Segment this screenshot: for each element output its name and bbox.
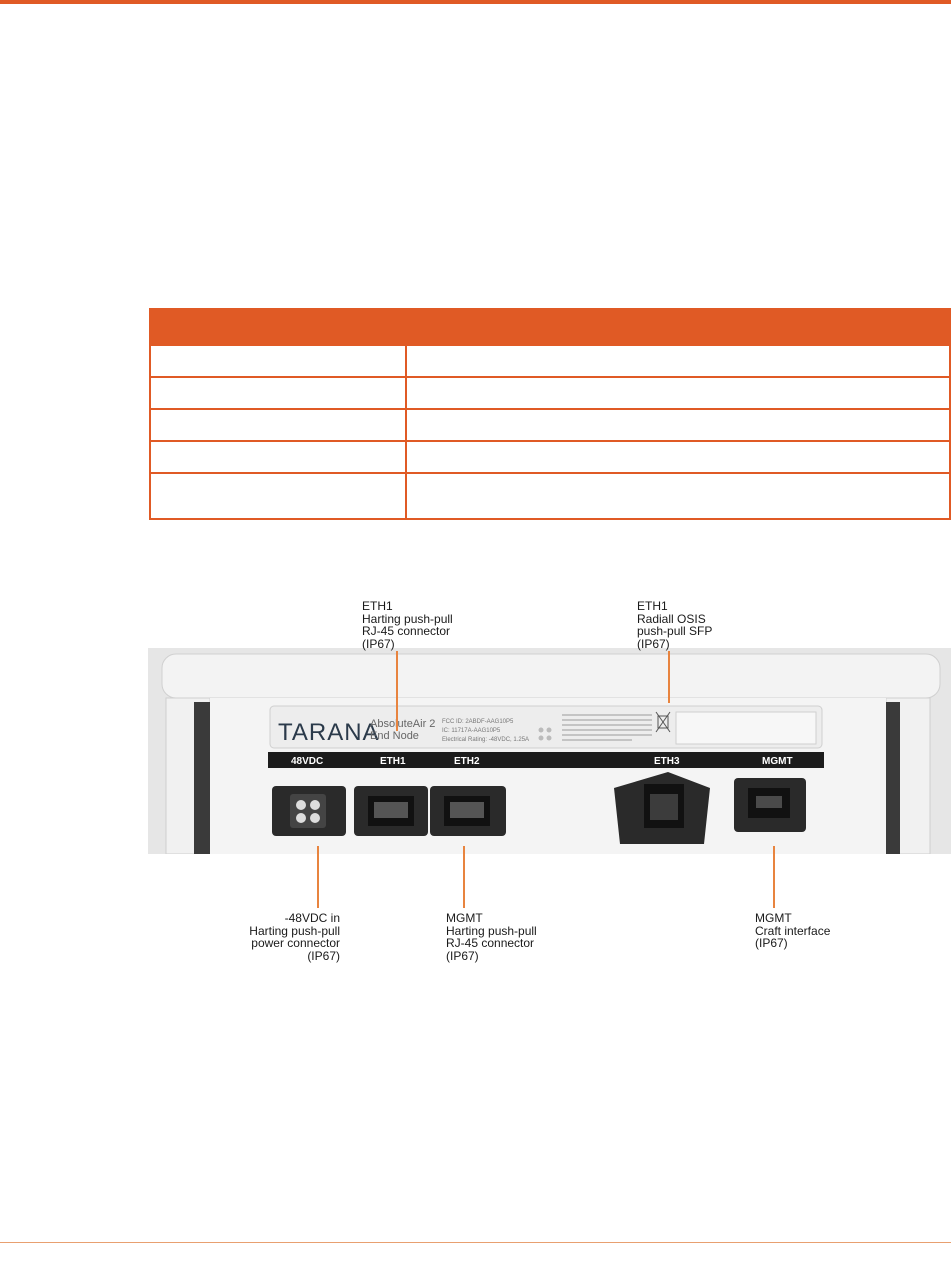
- callout-line: MGMT: [755, 911, 792, 925]
- table-cell: [405, 344, 951, 378]
- fcc-line-2: IC: 11717A-AAG10P5: [442, 728, 501, 734]
- callout-line: (IP67): [446, 948, 479, 963]
- callout-48vdc: -48VDC in Harting push-pull power connec…: [222, 912, 340, 962]
- callout-line: power connector: [251, 936, 340, 950]
- model-line-2: End Node: [370, 730, 419, 742]
- table-row: [149, 376, 951, 410]
- callout-line: MGMT: [446, 911, 483, 925]
- callout-eth1-top: ETH1 Harting push-pull RJ-45 connector (…: [362, 600, 453, 650]
- brand-logo: TARANA: [278, 719, 380, 746]
- callout-line: (IP67): [755, 936, 788, 950]
- eth1-connector: [354, 786, 428, 836]
- table-cell: [149, 376, 407, 410]
- leader-line: [668, 651, 670, 703]
- bottom-rule: [0, 1242, 951, 1243]
- port-label-eth3: ETH3: [654, 756, 680, 767]
- top-rule: [0, 0, 951, 4]
- callout-line: (IP67): [307, 948, 340, 963]
- weee-bin-icon: [655, 711, 671, 733]
- table-cell: [149, 472, 407, 520]
- table-cell: [405, 440, 951, 474]
- fcc-line-1: FCC ID: 2ABDF-AAG10P5: [442, 719, 514, 725]
- table-header-cell: [149, 308, 407, 346]
- table-cell: [405, 408, 951, 442]
- table-row: [149, 408, 951, 442]
- port-label-eth1: ETH1: [380, 756, 406, 767]
- callout-line: (IP67): [637, 636, 670, 651]
- table-row: [149, 344, 951, 378]
- table-header-cell: [405, 308, 951, 346]
- callout-eth1-sfp: ETH1 Radiall OSIS push-pull SFP (IP67): [637, 600, 712, 650]
- table-cell: [405, 376, 951, 410]
- callout-line: RJ-45 connector: [446, 936, 535, 950]
- callout-line: Harting push-pull: [249, 923, 340, 938]
- leader-line: [317, 846, 319, 908]
- leader-line: [463, 846, 465, 908]
- table-row: [149, 472, 951, 520]
- table-row: [149, 440, 951, 474]
- leader-line: [396, 651, 398, 731]
- leader-line: [773, 846, 775, 908]
- device-photo: TARANA AbsoluteAir 2 End Node FCC ID: 2A…: [148, 648, 951, 854]
- table-cell: [149, 408, 407, 442]
- port-label-48vdc: 48VDC: [291, 756, 323, 767]
- spec-table: [149, 308, 951, 520]
- table-cell: [149, 440, 407, 474]
- callout-line: Harting push-pull: [446, 923, 537, 938]
- callout-line: Radiall OSIS: [637, 611, 706, 626]
- mgmt-connector: [734, 778, 806, 832]
- callout-line: ETH1: [637, 599, 668, 613]
- callout-line: RJ-45 connector: [362, 624, 451, 638]
- device-illustration: TARANA AbsoluteAir 2 End Node FCC ID: 2A…: [148, 648, 951, 854]
- callout-line: (IP67): [362, 636, 395, 651]
- callout-mgmt-rj45: MGMT Harting push-pull RJ-45 connector (…: [446, 912, 537, 962]
- table-cell: [405, 472, 951, 520]
- port-label-mgmt: MGMT: [762, 756, 793, 767]
- callout-line: -48VDC in: [284, 911, 340, 925]
- eth3-sfp-connector: [614, 772, 710, 844]
- eth2-connector: [430, 786, 506, 836]
- fcc-line-3: Electrical Rating: -48VDC, 1.25A: [442, 737, 529, 743]
- power-connector: [272, 786, 346, 836]
- port-label-eth2: ETH2: [454, 756, 480, 767]
- table-header-row: [149, 308, 951, 346]
- callout-line: ETH1: [362, 599, 393, 613]
- callout-mgmt-craft: MGMT Craft interface (IP67): [755, 912, 830, 950]
- callout-line: Harting push-pull: [362, 611, 453, 626]
- table-cell: [149, 344, 407, 378]
- model-line-1: AbsoluteAir 2: [370, 718, 435, 730]
- callout-line: push-pull SFP: [637, 624, 713, 638]
- callout-line: Craft interface: [755, 923, 831, 938]
